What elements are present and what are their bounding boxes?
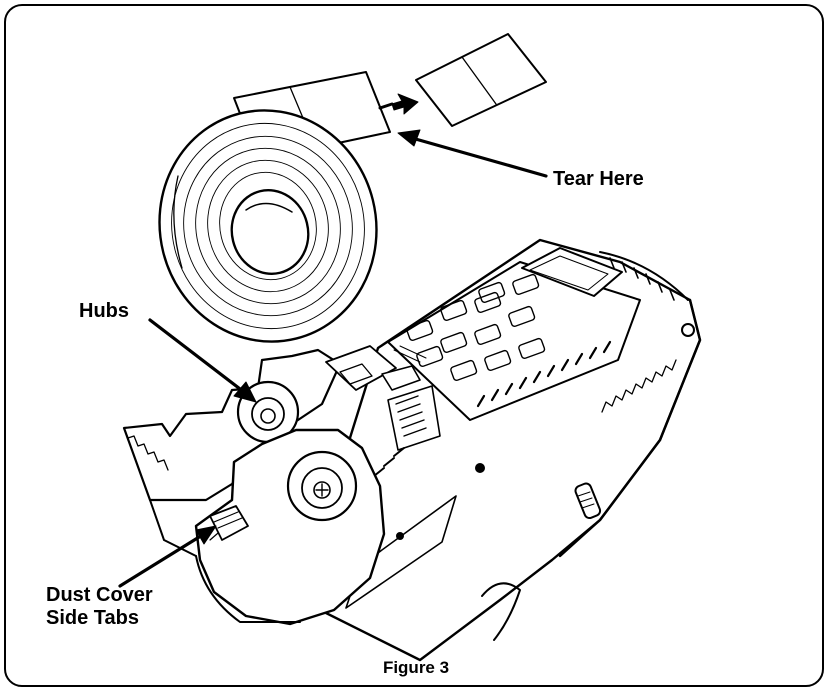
figure-caption: Figure 3 — [382, 658, 450, 677]
hubs-label: Hubs — [79, 300, 129, 322]
labeler-body — [298, 238, 702, 662]
dust-cover-label-line2: Side Tabs — [46, 607, 139, 629]
direction-arrow — [378, 93, 419, 115]
figure-frame — [4, 4, 824, 687]
dust-cover-side-tabs-label: Dust Cover Side Tabs — [46, 584, 153, 630]
dust-cover-label-line1: Dust Cover — [46, 584, 153, 606]
label-roll — [158, 71, 391, 343]
tear-here-label: Tear Here — [553, 168, 644, 190]
dust-cover — [122, 345, 441, 626]
torn-label — [415, 33, 547, 127]
callout-arrows — [118, 129, 548, 588]
